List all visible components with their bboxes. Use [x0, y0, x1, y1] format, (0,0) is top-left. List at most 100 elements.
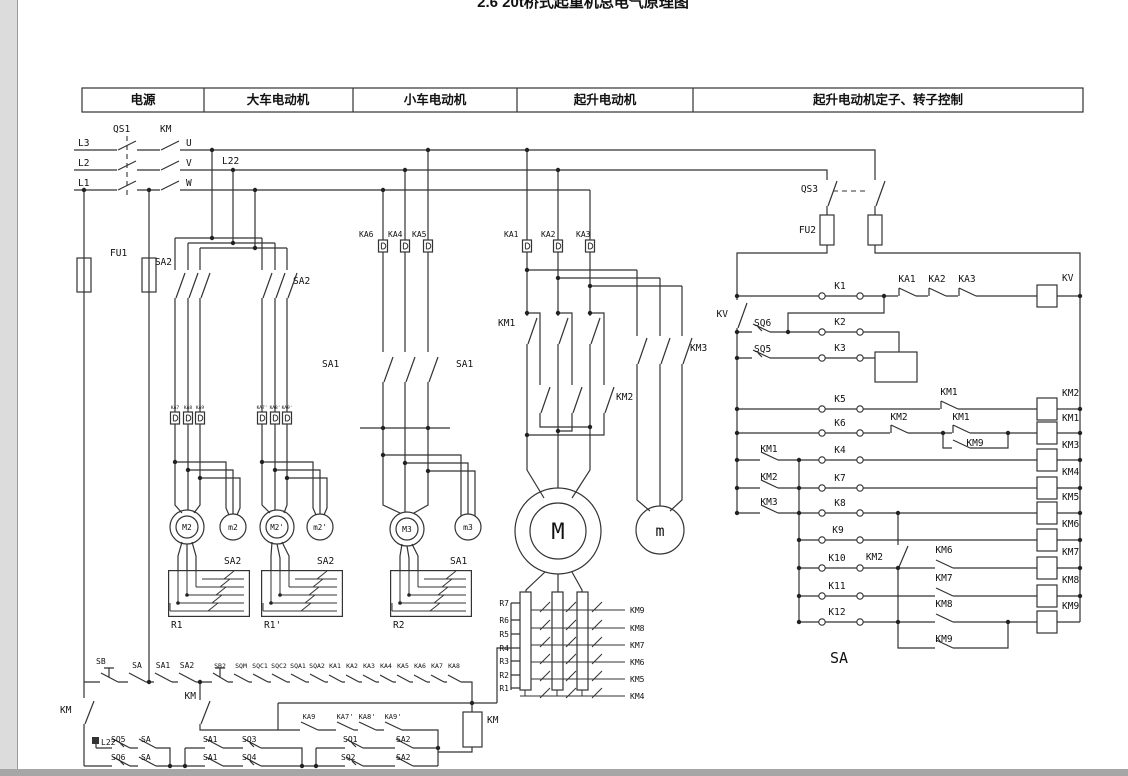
motor-m3: M3	[389, 511, 425, 547]
label-sa2-r1: SA2	[224, 556, 241, 567]
relay-ka7p-icon	[256, 411, 268, 425]
label-sqc1: SQC1	[252, 662, 268, 670]
label-ka2: KA2	[541, 230, 556, 239]
svg-text:M3: M3	[402, 525, 412, 534]
label-sq4: SQ4	[242, 753, 257, 762]
label-kv-coil: KV	[1062, 273, 1074, 284]
label-km4-bank: KM4	[630, 692, 645, 701]
label-r6: R6	[499, 616, 509, 625]
label-coil-km3: KM3	[1062, 440, 1079, 451]
label-ka5-chain: KA5	[397, 662, 409, 670]
label-ka3-chain: KA3	[363, 662, 375, 670]
label-k1: K1	[834, 281, 846, 292]
master-controller-contacts	[818, 292, 864, 626]
label-sq1: SQ1	[343, 735, 358, 744]
label-km9-k6: KM9	[966, 438, 983, 449]
label-sa-master: SA	[830, 649, 848, 667]
label-sa1-r2: SA1	[450, 556, 467, 567]
coil-km8	[1036, 584, 1058, 608]
header-hoist-control: 起升电动机定子、转子控制	[812, 92, 963, 107]
label-sa2-right: SA2	[293, 276, 310, 287]
label-sa1-pair4: SA1	[203, 753, 218, 762]
label-r1: R1	[171, 620, 183, 631]
motor-m2-aux: m2	[219, 513, 247, 541]
relay-ka8-icon	[182, 411, 194, 425]
label-k3: K3	[834, 343, 845, 354]
relay-ka9p-icon	[281, 411, 293, 425]
resistor-box-r1p	[261, 569, 343, 618]
label-coil-km1: KM1	[1062, 413, 1079, 424]
fuse-fu2-b	[867, 214, 883, 246]
label-sq2: SQ2	[341, 753, 356, 762]
label-k4: K4	[834, 445, 846, 456]
label-r4: R4	[499, 644, 509, 653]
left-page-band	[0, 0, 17, 776]
label-coil-km5: KM5	[1062, 492, 1079, 503]
label-sa2-r1p: SA2	[317, 556, 334, 567]
label-coil-km4: KM4	[1062, 467, 1079, 478]
label-kv-switch: KV	[717, 309, 729, 320]
section-bigcar: SA2 SA2 KA7 KA8 KA9 KA7' KA8' KA9' M2 m2…	[155, 237, 343, 631]
label-km8-contact: KM8	[935, 599, 952, 610]
label-ka9-row: KA9	[303, 713, 316, 721]
label-km7-contact: KM7	[935, 573, 952, 584]
label-km6-contact: KM6	[935, 545, 952, 556]
label-km6-bank: KM6	[630, 658, 645, 667]
label-coil-km6: KM6	[1062, 519, 1079, 530]
section-smallcar: KA6 KA4 KA5 SA1 SA1 M3 m3 SA1 R2	[322, 150, 482, 631]
label-ka6: KA6	[359, 230, 374, 239]
label-k2: K2	[834, 317, 845, 328]
coil-km-main	[462, 711, 483, 748]
label-phase-w: W	[186, 178, 192, 189]
label-phase-v: V	[186, 158, 192, 169]
label-km2-power: KM2	[616, 392, 633, 403]
label-km2-k6: KM2	[890, 412, 907, 423]
label-sa1-right: SA1	[456, 359, 473, 370]
relay-ka4-icon	[399, 239, 411, 253]
motor-m2p-aux: m2'	[306, 513, 334, 541]
label-r1-bank: R1	[499, 684, 509, 693]
label-km1-left: KM1	[760, 444, 777, 455]
svg-text:M2: M2	[182, 523, 192, 532]
relay-ka5-icon	[422, 239, 434, 253]
label-k11: K11	[828, 581, 845, 592]
label-km7-bank: KM7	[630, 641, 645, 650]
svg-text:M2': M2'	[270, 523, 284, 532]
fuse-fu2-a	[819, 214, 835, 246]
relay-ka6-icon	[377, 239, 389, 253]
svg-text:m2': m2'	[313, 523, 327, 532]
label-k5: K5	[834, 394, 845, 405]
label-sa1-left: SA1	[322, 359, 339, 370]
label-km3-power: KM3	[690, 343, 707, 354]
label-km1-power: KM1	[498, 318, 515, 329]
relay-ka9-icon	[194, 411, 206, 425]
motor-m2p: M2'	[259, 509, 295, 545]
coil-km3	[1036, 448, 1058, 472]
label-ka7p-row: KA7'	[337, 713, 354, 721]
label-k9: K9	[832, 525, 844, 536]
fuse-fu1-b	[141, 257, 157, 293]
label-l22-bottom: L22	[101, 738, 116, 747]
label-sqa2: SQA2	[309, 662, 325, 670]
label-sqc2: SQC2	[271, 662, 287, 670]
label-sb2: SB2	[214, 662, 226, 670]
label-r7: R7	[499, 599, 509, 608]
label-sq6: SQ6	[754, 318, 771, 329]
coil-kv	[1036, 284, 1058, 308]
label-k6: K6	[834, 418, 846, 429]
label-km-main: KM	[160, 124, 172, 135]
coil-km9	[1036, 610, 1058, 634]
header-hoist-motor: 起升电动机	[573, 92, 637, 107]
label-fu1: FU1	[110, 248, 127, 259]
label-ka1-chain: KA1	[329, 662, 341, 670]
control-device-box	[874, 351, 918, 383]
label-ka8-chain: KA8	[448, 662, 460, 670]
page-title: 2.6 20t桥式起重机总电气原理图	[477, 0, 689, 11]
label-sa-pair2: SA	[141, 753, 151, 762]
label-ka5: KA5	[412, 230, 427, 239]
relay-ka7-icon	[169, 411, 181, 425]
label-phase-u: U	[186, 138, 192, 149]
label-ka9p: KA9'	[282, 405, 293, 411]
label-coil-km2: KM2	[1062, 388, 1079, 399]
label-sa2-chain: SA2	[180, 661, 195, 670]
